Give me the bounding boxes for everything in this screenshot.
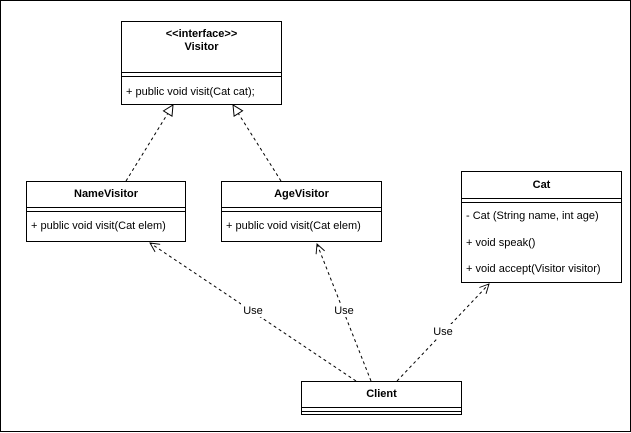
client-class-name: Client [366, 388, 397, 400]
visitor-stereotype: <<interface>> [165, 28, 238, 40]
realization-namevisitor-visitor [125, 105, 173, 182]
agevisitor-operation: + public void visit(Cat elem) [226, 220, 361, 232]
class-agevisitor[interactable]: AgeVisitor + public void visit(Cat elem) [221, 181, 382, 242]
cat-separator [462, 198, 621, 203]
visitor-class-name: Visitor [184, 41, 219, 53]
cat-class-name: Cat [532, 179, 551, 191]
namevisitor-operation: + public void visit(Cat elem) [31, 220, 166, 232]
agevisitor-class-name: AgeVisitor [274, 188, 329, 200]
use-label-cat: Use [433, 326, 453, 338]
cat-operation-accept: + void accept(Visitor visitor) [466, 263, 601, 275]
class-visitor[interactable]: <<interface>> Visitor + public void visi… [121, 21, 282, 105]
dependency-client-namevisitor [150, 243, 357, 382]
cat-operation-constructor: - Cat (String name, int age) [466, 210, 599, 222]
realization-agevisitor-visitor [233, 105, 282, 182]
visitor-separator [122, 72, 281, 77]
use-label-namevisitor: Use [243, 305, 263, 317]
cat-operation-speak: + void speak() [466, 237, 536, 249]
class-client[interactable]: Client [301, 381, 462, 415]
visitor-operation: + public void visit(Cat cat); [126, 86, 255, 98]
namevisitor-class-name: NameVisitor [74, 188, 138, 200]
class-namevisitor[interactable]: NameVisitor + public void visit(Cat elem… [26, 181, 186, 242]
class-cat[interactable]: Cat - Cat (String name, int age) + void … [461, 171, 622, 283]
use-label-agevisitor: Use [334, 305, 354, 317]
namevisitor-separator [27, 207, 185, 212]
agevisitor-separator [222, 207, 381, 212]
client-separator [302, 407, 461, 412]
